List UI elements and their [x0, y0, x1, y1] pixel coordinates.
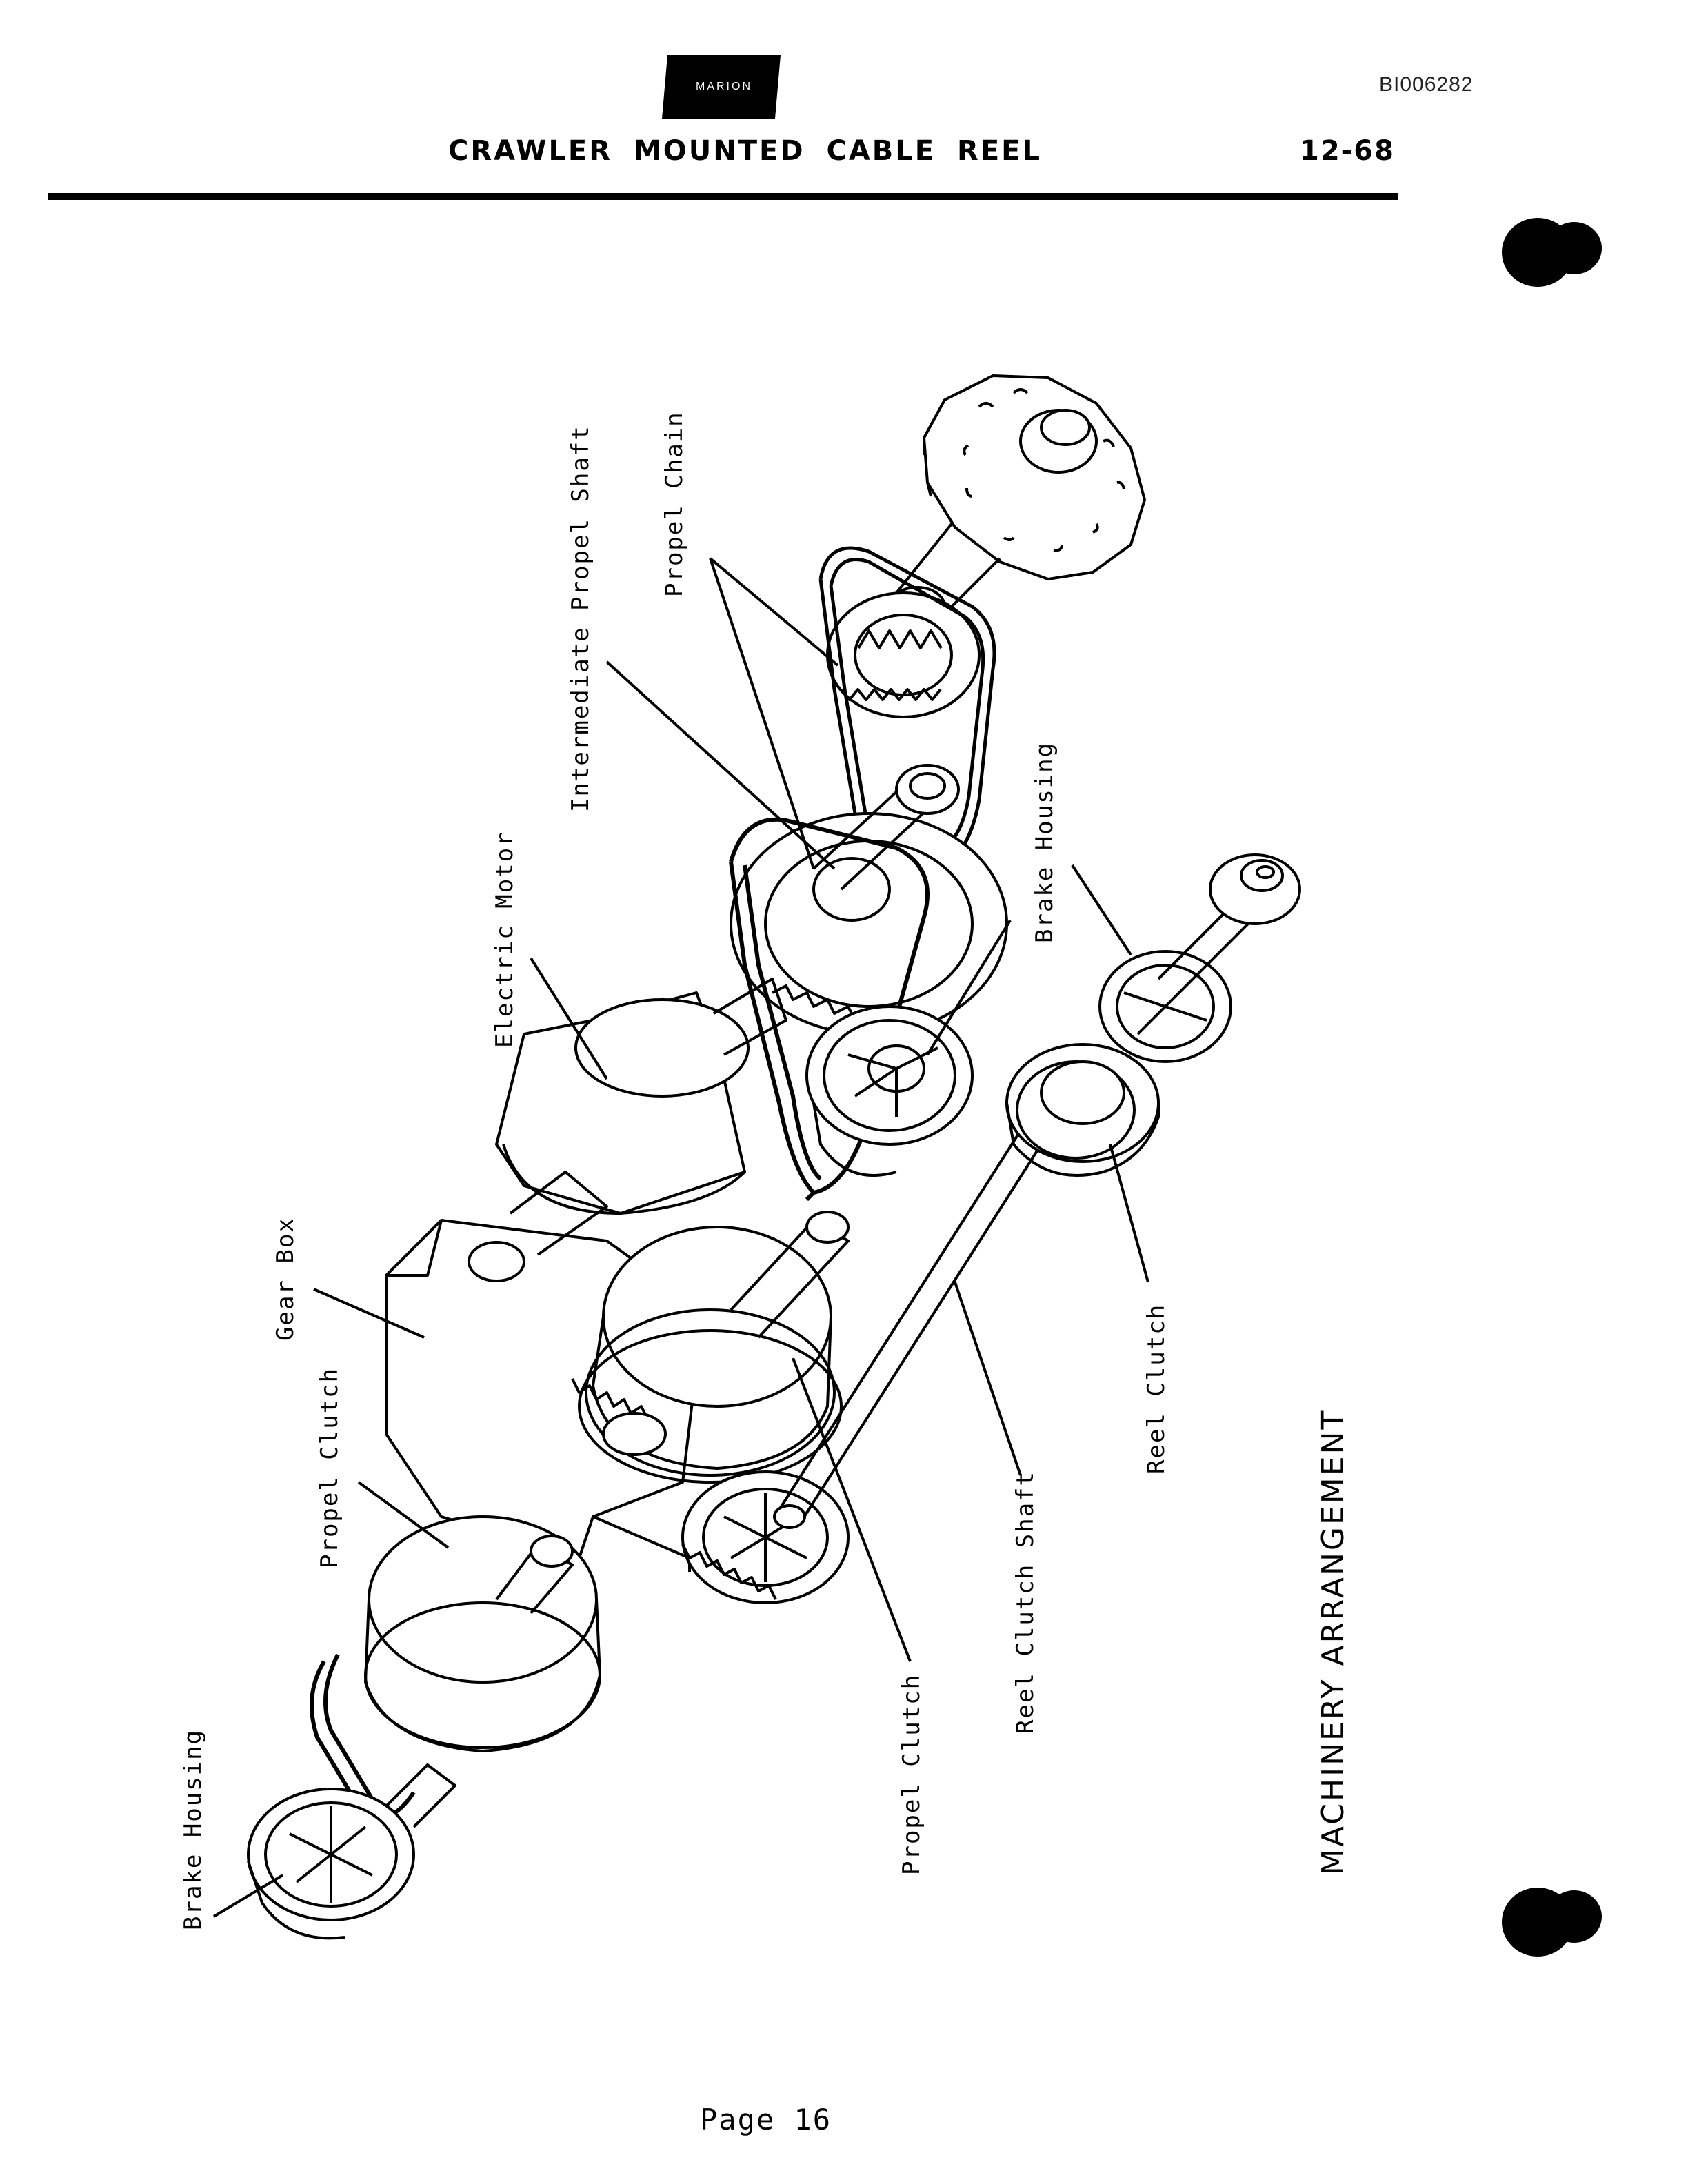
figure-caption: MACHINERY ARRANGEMENT [1316, 1408, 1351, 1875]
reel-clutch-gear [681, 1470, 850, 1604]
svg-text:MARION: MARION [696, 81, 752, 92]
electric-motor [495, 978, 787, 1215]
long-propel-chain [729, 817, 930, 1202]
propel-clutch-middle [571, 1211, 850, 1484]
header-rule [48, 193, 1398, 200]
leader-propel-clutch-left [357, 1481, 450, 1549]
propel-clutch-lower [364, 1515, 601, 1752]
leader-brake-housing-left [212, 1874, 284, 1918]
page-title: CRAWLER MOUNTED CABLE REEL [448, 135, 1042, 167]
label-propel-clutch-bottom: Propel Clutch [898, 1673, 925, 1875]
label-reel-clutch-shaft: Reel Clutch Shaft [1012, 1470, 1039, 1734]
leader-propel-chain-1 [709, 557, 839, 667]
brake-housing-middle [805, 1005, 974, 1177]
leader-propel-chain-2 [709, 558, 815, 869]
leader-intermediate-shaft [605, 660, 836, 870]
leader-reel-clutch [1109, 1144, 1149, 1283]
label-reel-clutch: Reel Clutch [1143, 1303, 1170, 1474]
leader-lines [212, 557, 1149, 1918]
document-id: BI006282 [1379, 73, 1474, 96]
reel-clutch [1005, 1043, 1160, 1177]
label-intermediate-propel-shaft: Intermediate Propel Shaft [567, 425, 594, 812]
leader-propel-clutch-bottom [792, 1357, 912, 1662]
top-sprocket [826, 592, 981, 718]
label-propel-chain: Propel Chain [661, 411, 688, 597]
marion-logo: MARION [662, 55, 781, 119]
punch-hole-bottom [1502, 1888, 1602, 1957]
punch-hole-top [1502, 218, 1602, 287]
leader-brake-housing-right [1071, 864, 1132, 956]
label-brake-housing-left: Brake Housing [179, 1728, 207, 1930]
lower-chain [310, 1653, 416, 1819]
label-gear-box: Gear Box [272, 1217, 299, 1341]
leader-reel-clutch-shaft [954, 1282, 1022, 1476]
brake-housing-lower [247, 1763, 456, 1940]
label-propel-clutch-left: Propel Clutch [316, 1366, 343, 1568]
leader-gear-box [313, 1288, 425, 1339]
reel-drum-top [923, 374, 1146, 580]
label-brake-housing-right: Brake Housing [1031, 741, 1058, 943]
leader-brake-housing-mid [926, 919, 1012, 1056]
leader-electric-motor [530, 957, 608, 1080]
page-number: Page 16 [700, 2103, 832, 2136]
label-electric-motor: Electric Motor [491, 831, 519, 1048]
brake-housing-right [1098, 853, 1301, 1063]
page-code: 12-68 [1300, 135, 1395, 167]
